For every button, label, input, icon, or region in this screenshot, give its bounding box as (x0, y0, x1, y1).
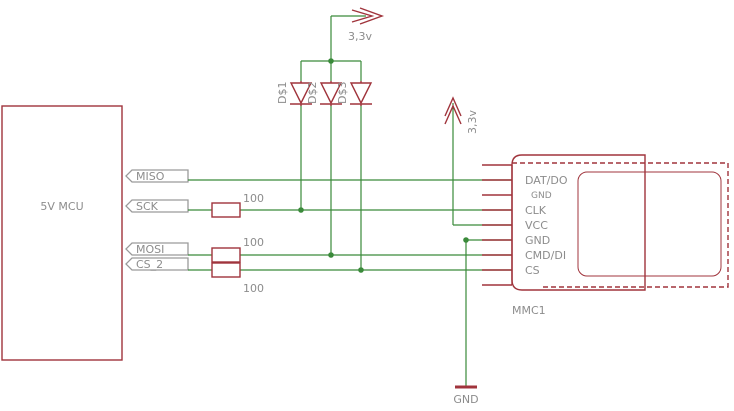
port-miso[interactable]: MISO (125, 169, 189, 183)
resistor-sck[interactable]: 100 (211, 192, 264, 218)
resistor-sck-value: 100 (243, 192, 264, 205)
mcu-block[interactable] (1, 105, 123, 361)
mmc-pin-gnd2: GND (525, 234, 550, 247)
diode-d1[interactable]: D$1 (276, 81, 313, 106)
port-mosi-label: MOSI (136, 243, 164, 256)
ground-label: GND (453, 393, 478, 406)
mmc-pin-cmd: CMD/DI (525, 249, 566, 262)
port-sck[interactable]: SCK (125, 199, 189, 213)
resistor-mosi-value: 100 (243, 236, 264, 249)
supply-arrow-top[interactable]: 3,3v (348, 7, 388, 43)
mmc-pin-gnd1: GND (531, 191, 552, 201)
supply-top-label: 3,3v (348, 30, 372, 43)
resistor-cs[interactable]: 100 (211, 262, 264, 295)
mmc-pin-dat: DAT/DO (525, 174, 568, 187)
diode-d3[interactable]: D$3 (336, 81, 373, 106)
mmc-name: MMC1 (512, 304, 546, 317)
diode-d2-label: D$2 (306, 82, 319, 104)
port-mosi[interactable]: MOSI (125, 242, 189, 256)
port-miso-label: MISO (136, 170, 165, 183)
port-cs-label: CS_2 (136, 258, 163, 271)
mmc-body (511, 154, 646, 291)
mmc-outline (512, 162, 729, 288)
mmc-pin-vcc: VCC (525, 219, 548, 232)
supply-side-label: 3,3v (466, 110, 479, 134)
diode-d1-label: D$1 (276, 82, 289, 104)
resistor-cs-value: 100 (243, 282, 264, 295)
mmc-card-inner (577, 171, 722, 277)
resistor-mosi[interactable]: 100 (211, 236, 264, 263)
mmc-pin-clk: CLK (525, 204, 547, 217)
diode-d2[interactable]: D$2 (306, 81, 343, 106)
mmc-pin-cs: CS (525, 264, 540, 277)
diode-d3-label: D$3 (336, 82, 349, 104)
junctions (298, 58, 469, 273)
supply-arrow-side[interactable]: 3,3v (444, 96, 479, 134)
port-cs[interactable]: CS_2 (125, 257, 189, 271)
mmc-card[interactable]: DAT/DO GND CLK VCC GND CMD/DI CS MMC1 (482, 154, 729, 317)
wires (188, 15, 512, 387)
port-sck-label: SCK (136, 200, 159, 213)
ground-symbol[interactable]: GND (453, 385, 479, 406)
mcu-label: 5V MCU (40, 200, 83, 213)
